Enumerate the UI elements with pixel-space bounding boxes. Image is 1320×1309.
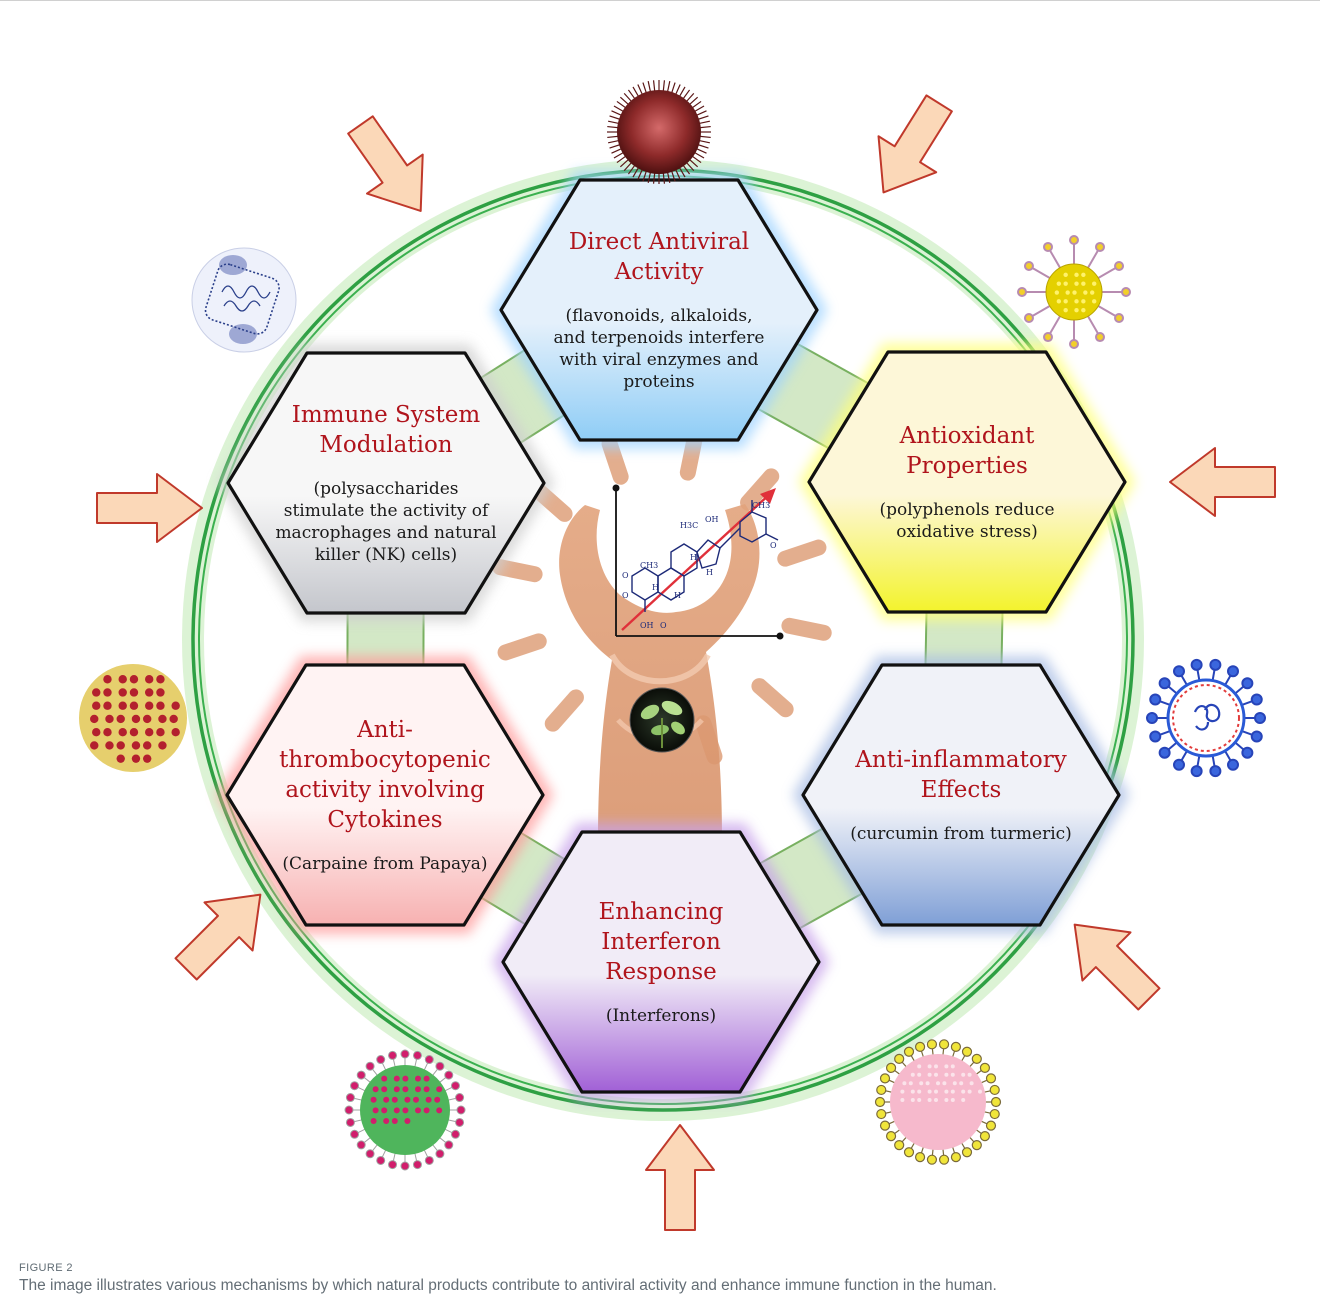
mechanism-title: Properties <box>906 453 1028 479</box>
mechanism-description: and terpenoids interfere <box>554 328 765 348</box>
molecule-label: O <box>622 591 629 600</box>
hexagon-shape <box>226 351 546 615</box>
hexagon-thrombocytopenic: Anti-thrombocytopenic activity involvingC… <box>216 656 554 934</box>
mechanism-description: (polyphenols reduce <box>879 500 1054 520</box>
mechanism-description: (Interferons) <box>606 1006 716 1026</box>
pink-virus-icon <box>874 1039 1002 1165</box>
mechanism-title: Enhancing <box>599 899 724 925</box>
sun-ray <box>492 559 543 583</box>
mechanism-description: macrophages and natural <box>275 523 496 543</box>
figure-label: FIGURE 2 <box>19 1262 73 1274</box>
molecule-label: CH3 <box>752 501 770 510</box>
molecule-label: O <box>622 571 629 580</box>
hexagon-shape <box>225 663 545 927</box>
hexagon-shape <box>801 663 1121 927</box>
sun-ray <box>601 435 629 485</box>
inward-arrow-icon <box>347 115 424 212</box>
sun-ray <box>544 689 584 732</box>
molecule-label: H3C <box>680 521 698 530</box>
molecule-label: H <box>706 568 713 577</box>
molecule-structure <box>631 500 779 612</box>
mechanism-description: stimulate the activity of <box>284 501 490 521</box>
yellow-virus-icon <box>1017 235 1131 349</box>
inward-arrow-icon <box>877 94 953 194</box>
cell-membrane-icon <box>191 247 297 353</box>
mechanism-title: activity involving <box>285 777 485 803</box>
green-virus-icon <box>344 1049 466 1171</box>
plant-icon <box>629 687 695 753</box>
mechanism-description: killer (NK) cells) <box>315 545 457 565</box>
red-spotted-virus-icon <box>79 664 187 772</box>
inward-arrow-icon <box>1169 447 1276 517</box>
blue-virus-icon <box>1146 658 1266 778</box>
person-silhouette <box>559 504 760 838</box>
mechanism-title: Effects <box>921 777 1002 803</box>
sun-ray <box>781 617 832 641</box>
mechanism-description: with viral enzymes and <box>559 350 758 370</box>
mechanism-title: Activity <box>614 259 704 285</box>
mechanism-title: thrombocytopenic <box>279 747 491 773</box>
hexagon-shape <box>499 178 819 442</box>
sun-ray <box>740 468 780 511</box>
inward-arrow-icon <box>1073 923 1161 1011</box>
sun-ray <box>497 633 547 661</box>
inward-arrow-icon <box>174 893 262 981</box>
hexagon-shape <box>807 350 1127 614</box>
mechanism-description: (curcumin from turmeric) <box>850 824 1072 844</box>
inward-arrow-icon <box>645 1124 715 1231</box>
sun-ray <box>751 678 794 718</box>
mechanism-title: Immune System <box>292 402 481 428</box>
caption-text: The image illustrates various mechanisms… <box>19 1277 997 1294</box>
hexagon-shape <box>501 830 821 1094</box>
top-rule <box>0 0 1320 1</box>
mechanism-title: Modulation <box>319 432 452 458</box>
mechanism-description: (Carpaine from Papaya) <box>282 854 487 874</box>
molecule-label: O <box>660 621 667 630</box>
inward-arrow-icon <box>96 473 203 543</box>
mechanism-description: oxidative stress) <box>896 522 1037 542</box>
mechanism-title: Antioxidant <box>899 423 1035 449</box>
pathogen-icons <box>79 80 1266 1171</box>
mechanism-title: Response <box>605 959 717 985</box>
mechanism-description: (polysaccharides <box>313 479 458 499</box>
mechanism-title: Interferon <box>601 929 721 955</box>
mechanism-description: (flavonoids, alkaloids, <box>565 306 752 326</box>
molecule-label: CH3 <box>640 561 658 570</box>
spiky-virus-brown-icon <box>607 80 711 184</box>
mechanism-title: Anti- <box>356 717 413 743</box>
molecule-label: H <box>674 591 681 600</box>
figure-caption: FIGURE 2 The image illustrates various m… <box>19 1262 1309 1295</box>
mechanism-title: Cytokines <box>327 807 442 833</box>
molecule-label: OH <box>705 515 719 524</box>
molecule-label: H <box>652 583 659 592</box>
molecule-label: H <box>690 553 697 562</box>
molecule-label: O <box>770 541 777 550</box>
mechanism-description: proteins <box>623 372 694 392</box>
mechanism-title: Anti-inflammatory <box>854 747 1066 773</box>
inward-arrows <box>96 94 1276 1231</box>
molecule-label: OH <box>640 621 654 630</box>
sun-ray <box>777 539 827 567</box>
mechanism-title: Direct Antiviral <box>569 229 749 255</box>
